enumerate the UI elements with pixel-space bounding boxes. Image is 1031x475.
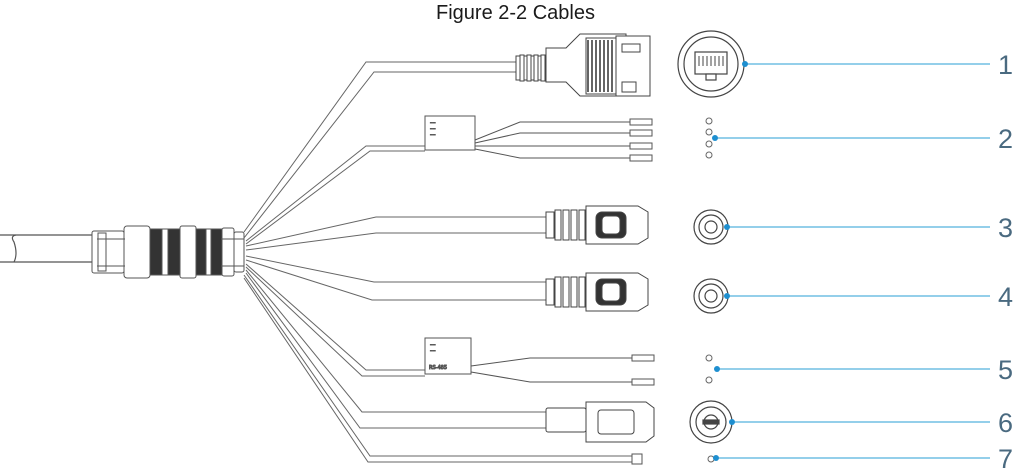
- callout-number-7: 7: [998, 444, 1013, 474]
- four-wire-connector: ····· ····· ·····: [424, 115, 653, 162]
- callout-number-6: 6: [998, 408, 1013, 438]
- callout-number-2: 2: [998, 124, 1013, 154]
- svg-text:·····: ·····: [430, 349, 436, 353]
- single-wire-end: [631, 453, 643, 465]
- power-jack-endview: [689, 400, 733, 444]
- rs485-endview: [705, 354, 713, 384]
- svg-text:·····: ·····: [430, 133, 436, 137]
- callout-number-3: 3: [998, 213, 1013, 243]
- power-jack-connector: [545, 401, 655, 443]
- callout-number-4: 4: [998, 282, 1013, 312]
- fanout-wires: [243, 61, 640, 463]
- rca-endview-3: [693, 209, 729, 245]
- callout-number-1: 1: [998, 50, 1013, 80]
- rs485-connector: ····· ····· RS-485: [424, 337, 655, 386]
- svg-text:·····: ·····: [430, 127, 436, 131]
- svg-text:·····: ·····: [430, 121, 436, 125]
- figure-title: Figure 2-2 Cables: [436, 2, 595, 24]
- callout-dots: [712, 61, 748, 461]
- rca-connector-3: [545, 205, 649, 245]
- callout-number-5: 5: [998, 355, 1013, 385]
- main-cable: [0, 234, 92, 263]
- rca-connector-4: [545, 272, 649, 312]
- svg-text:·····: ·····: [430, 343, 436, 347]
- single-wire-endview: [707, 455, 715, 463]
- callout-lines: [715, 63, 990, 459]
- rca-endview-4: [693, 278, 729, 314]
- rj45-jack-endview: [677, 30, 745, 98]
- rj45-connector: [515, 33, 651, 97]
- central-connector: [91, 225, 245, 279]
- rs485-label: RS-485: [429, 365, 447, 371]
- four-wire-endview: [705, 117, 713, 159]
